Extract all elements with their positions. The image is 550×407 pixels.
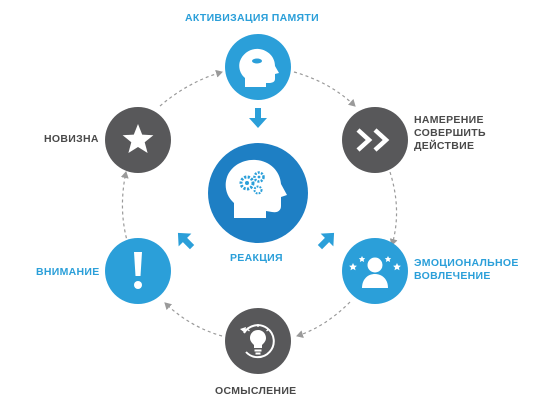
node-comprehension	[225, 308, 291, 374]
arrow-down-icon	[249, 108, 267, 128]
head-gears-icon	[225, 159, 287, 218]
connector-memory-to-intent	[293, 71, 356, 107]
label-intent-line-1: НАМЕРЕНИЕ	[414, 114, 484, 126]
lightbulb-refresh-icon	[240, 324, 275, 359]
label-intent-line-2: СОВЕРШИТЬ	[414, 127, 486, 139]
label-emotion-line-1: ЭМОЦИОНАЛЬНОЕ	[414, 257, 519, 269]
double-chevron-right-icon	[356, 128, 390, 152]
label-novelty: НОВИЗНА	[44, 133, 99, 145]
cycle-connectors	[120, 69, 398, 338]
node-attention	[105, 238, 171, 304]
connector-novelty-to-memory	[159, 69, 223, 107]
label-emotional-engagement: ЭМОЦИОНАЛЬНОЕ ВОВЛЕЧЕНИЕ	[414, 257, 519, 283]
head-memory-icon	[239, 48, 279, 87]
star-icon	[122, 124, 154, 153]
label-intent-to-act: НАМЕРЕНИЕ СОВЕРШИТЬ ДЕЙСТВИЕ	[414, 114, 486, 153]
connector-attention-to-novelty	[120, 171, 129, 245]
node-intent-to-act	[342, 107, 408, 173]
label-intent-line-3: ДЕЙСТВИЕ	[414, 140, 475, 152]
arrow-up-left-icon	[317, 232, 335, 250]
arrow-up-right-icon	[177, 232, 195, 250]
label-attention: ВНИМАНИЕ	[36, 266, 100, 278]
inward-arrows	[177, 108, 335, 250]
node-memory-activation	[225, 34, 291, 100]
node-novelty	[105, 107, 171, 173]
node-emotional-engagement	[342, 238, 408, 304]
center-node	[208, 143, 308, 243]
user-stars-icon	[349, 256, 401, 288]
exclamation-icon	[134, 252, 142, 289]
connector-meaning-to-attention	[164, 302, 223, 337]
label-reaction: РЕАКЦИЯ	[230, 252, 283, 264]
label-memory-activation: АКТИВИЗАЦИЯ ПАМЯТИ	[185, 12, 319, 24]
label-emotion-line-2: ВОВЛЕЧЕНИЕ	[414, 270, 491, 282]
label-comprehension: ОСМЫСЛЕНИЕ	[215, 385, 297, 397]
connector-intent-to-emotion	[389, 171, 398, 246]
connector-emotion-to-meaning	[296, 301, 351, 338]
